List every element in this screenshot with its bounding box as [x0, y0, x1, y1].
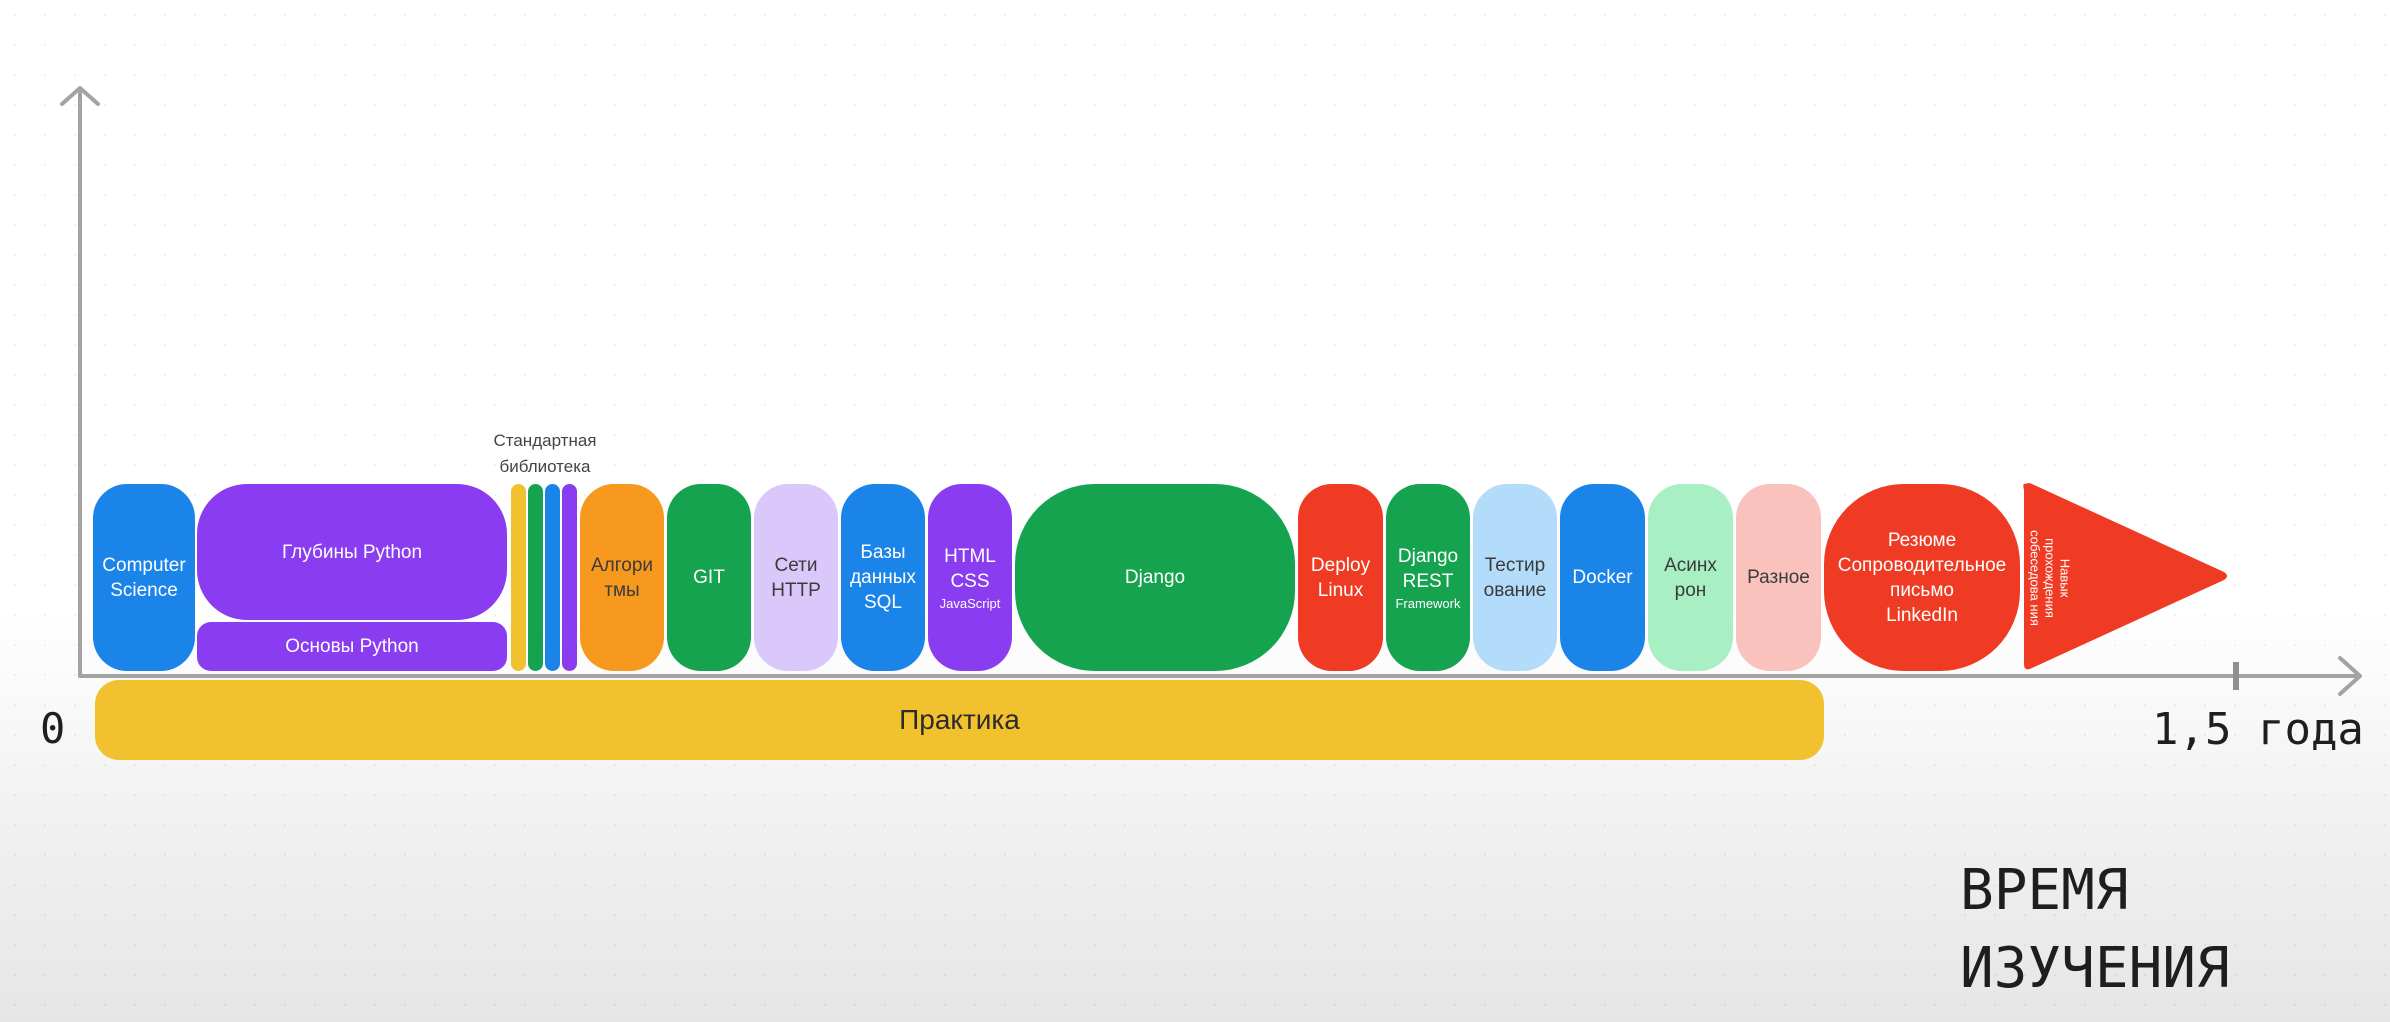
axis-origin-label: 0 [40, 704, 66, 753]
block-label: рон [1674, 579, 1707, 601]
block-algorithms: Алгори тмы [580, 484, 664, 671]
block-label: LinkedIn [1886, 604, 1958, 626]
block-python-basics: Основы Python [197, 622, 507, 671]
practice-bar: Практика [95, 680, 1824, 760]
block-label: REST [1402, 570, 1454, 592]
block-misc: Разное [1736, 484, 1821, 671]
block-label: Сопроводительное [1837, 554, 2007, 576]
block-label: CSS [950, 570, 990, 592]
block-testing: Тестир ование [1473, 484, 1557, 671]
block-sublabel: Framework [1395, 595, 1461, 611]
block-label: письмо [1890, 579, 1954, 601]
block-label: Резюме [1887, 529, 1957, 551]
block-label: Science [110, 579, 178, 601]
stdlib-stripe-3 [545, 484, 560, 671]
axis-title-line2: ИЗУЧЕНИЯ [1960, 936, 2230, 1001]
block-label: Тестир [1484, 554, 1546, 576]
block-label: Deploy [1310, 554, 1371, 576]
block-network-http: Сети HTTP [754, 484, 838, 671]
block-django-rest-framework: Django REST Framework [1386, 484, 1470, 671]
block-label: ование [1483, 579, 1547, 601]
block-label: Computer [102, 554, 186, 576]
block-interview-triangle [2023, 483, 2227, 670]
block-label: GIT [693, 567, 725, 588]
axis-title-line1: ВРЕМЯ [1960, 858, 2129, 923]
x-axis-arrow [2338, 656, 2362, 696]
block-label: HTTP [771, 579, 821, 601]
block-resume-linkedin: Резюме Сопроводительное письмо LinkedIn [1824, 484, 2020, 671]
block-interview-label: Навык прохождения собеседова ния [2028, 518, 2073, 638]
block-git: GIT [667, 484, 751, 671]
block-label: прохождения [2042, 538, 2058, 618]
block-sublabel: JavaScript [939, 595, 1001, 611]
interview-triangle-shape [2023, 483, 2227, 670]
block-label: Linux [1317, 579, 1364, 601]
block-label: Основы Python [285, 636, 419, 657]
stdlib-caption-line2: библиотека [499, 457, 591, 476]
block-label: Django [1397, 545, 1459, 567]
block-databases-sql: Базы данных SQL [841, 484, 925, 671]
block-label: ния [2027, 604, 2043, 626]
stdlib-stripe-2 [528, 484, 543, 671]
block-label: собеседова [2027, 530, 2043, 601]
block-label: Базы [860, 542, 906, 563]
block-label: Django [1124, 567, 1186, 588]
block-python-depths: Глубины Python [197, 484, 507, 620]
block-label: Сети [774, 554, 818, 576]
block-label: SQL [863, 592, 903, 613]
block-label: Алгори [590, 554, 654, 576]
block-label: Навык [2057, 558, 2073, 598]
block-label: Глубины Python [281, 541, 423, 563]
practice-label: Практика [899, 704, 1020, 735]
block-label: Асинх [1664, 554, 1717, 576]
block-html-css-js: HTML CSS JavaScript [928, 484, 1012, 671]
block-label: Разное [1747, 567, 1810, 588]
block-docker: Docker [1560, 484, 1645, 671]
block-async: Асинх рон [1648, 484, 1733, 671]
stdlib-caption: Стандартная библиотека [470, 428, 620, 480]
block-label: данных [850, 567, 916, 588]
axis-end-label: 1,5 года [2152, 704, 2364, 755]
stdlib-stripe-1 [511, 484, 526, 671]
block-label: Docker [1572, 567, 1633, 588]
block-label: HTML [944, 545, 996, 567]
block-django: Django [1015, 484, 1295, 671]
stdlib-stripe-4 [562, 484, 577, 671]
block-label: тмы [604, 579, 640, 601]
y-axis-arrow [60, 86, 100, 106]
stdlib-caption-line1: Стандартная [493, 431, 597, 450]
block-computer-science: Computer Science [93, 484, 195, 671]
block-deploy-linux: Deploy Linux [1298, 484, 1383, 671]
